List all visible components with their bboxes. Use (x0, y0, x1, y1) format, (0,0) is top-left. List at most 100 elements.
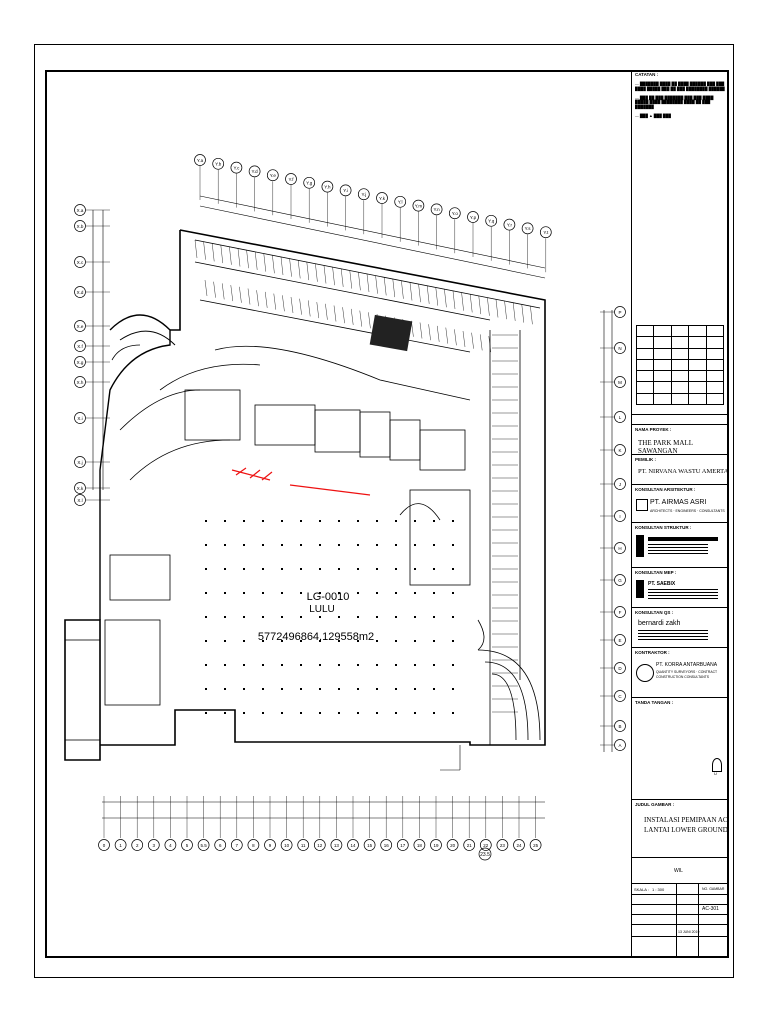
column (433, 640, 435, 642)
column (414, 592, 416, 594)
revision-table (635, 324, 725, 406)
date-value: 13 JUNI 2019 (678, 930, 700, 934)
column (395, 544, 397, 546)
column (452, 544, 454, 546)
page-frame (34, 44, 734, 978)
column (319, 520, 321, 522)
room-code: LG-0010 (307, 591, 350, 603)
grid-top-bubble (357, 188, 370, 201)
grid-bottom-bubble (380, 839, 393, 851)
grid-left-label: X.i (77, 416, 82, 421)
grid-top-label: Y.d (252, 169, 259, 174)
grid-left-label: X.j (77, 460, 82, 465)
column (205, 544, 207, 546)
grid-bottom-label: 5.5 (200, 843, 207, 848)
owner-name: PT. NIRVANA WASTU AMERTA (638, 468, 729, 475)
grid-bottom-bubble (529, 839, 542, 851)
grid-top-bubble (521, 222, 534, 235)
column (281, 592, 283, 594)
column (452, 688, 454, 690)
grid-bottom-label: 24 (516, 843, 522, 848)
grid-bottom-label: 14 (350, 843, 356, 848)
grid-right-label: N (618, 346, 621, 351)
grid-bottom-label: 12 (317, 843, 323, 848)
grid-left-bubble (74, 340, 86, 352)
column (281, 616, 283, 618)
grid-bottom-label: 19 (433, 843, 439, 848)
grid-left-label: X.l (77, 498, 82, 503)
mep-address-block (648, 589, 718, 599)
grid-top-label: Y.o (452, 211, 459, 216)
column (300, 520, 302, 522)
column (376, 664, 378, 666)
grid-right-label: L (619, 415, 622, 420)
mep-name: PT. SAEBIX (648, 581, 676, 587)
grid-bottom-bubble (280, 839, 293, 851)
column (395, 568, 397, 570)
drawing-title-2: LANTAI LOWER GROUND (644, 826, 728, 834)
column (357, 544, 359, 546)
building-outline (64, 229, 546, 761)
grid-left-bubble (74, 356, 86, 368)
column (224, 688, 226, 690)
grid-left-label: X.e (77, 324, 84, 329)
grid-top-label: Y.q (488, 219, 495, 224)
column (243, 664, 245, 666)
column (395, 520, 397, 522)
section-marker (440, 745, 461, 771)
grid-left-label: X.h (77, 380, 84, 385)
column (433, 712, 435, 714)
column (414, 568, 416, 570)
grid-top-label: Y.p (470, 215, 477, 220)
grid-bottom-label: 16 (384, 843, 390, 848)
info-grid: SKALA : 1 : 300 NO. GAMBAR AC-301 13 JUN… (632, 884, 729, 958)
column (205, 616, 207, 618)
grid-top-bubble (448, 207, 461, 220)
grid-left-label: X.g (77, 360, 84, 365)
column (319, 568, 321, 570)
grid-bottom-label: 21 (467, 843, 473, 848)
notes-section: CATATAN : — ███████ ████ ██ ████ ██████ … (632, 70, 729, 415)
grid-left-bubble (74, 456, 86, 468)
grid-bottom-label: 0 (103, 843, 106, 848)
column (357, 712, 359, 714)
architect-name: PT. AIRMAS ASRI (650, 499, 707, 506)
grid-right-bubble (614, 411, 626, 423)
grid-left-bubble (74, 220, 86, 232)
column (262, 520, 264, 522)
mep-logo-icon (636, 580, 644, 598)
grid-right-label: C (618, 694, 622, 699)
grid-bottom-bubble (214, 839, 227, 851)
grid-bottom-label: 10 (284, 843, 290, 848)
grid-right-label: G (618, 578, 622, 583)
column (433, 520, 435, 522)
grid-top-bubble (248, 165, 261, 178)
grid-right-bubble (614, 510, 626, 522)
grid-bottom-label: 17 (400, 843, 406, 848)
column (338, 568, 340, 570)
grid-top-bubble (430, 203, 443, 216)
grid-bottom-label: 11 (301, 843, 306, 848)
grid-bottom-bubble (197, 839, 210, 851)
column (433, 592, 435, 594)
column (376, 688, 378, 690)
column (357, 688, 359, 690)
column (357, 616, 359, 618)
qs-address-block (638, 630, 708, 640)
column (281, 712, 283, 714)
grid-bottom-label: 15 (367, 843, 373, 848)
grid-top-label: Y.f (289, 177, 295, 182)
shop-units (64, 389, 471, 741)
notes-text: — ███████ ████ ██ ████ ██████ ███ ███ ██… (635, 82, 725, 118)
grid-bottom-bubble (131, 839, 144, 851)
architect-row: KONSULTAN ARSITEKTUR : PT. AIRMAS ASRI A… (632, 485, 729, 523)
column (262, 640, 264, 642)
column (319, 592, 321, 594)
column (319, 616, 321, 618)
grid-left-label: X.c (77, 260, 84, 265)
grid-bottom-label: 25 (533, 843, 539, 848)
contractor-sub-2: CONSTRUCTION CONSULTANTS (656, 675, 709, 679)
grid-top-bubble (339, 184, 352, 197)
